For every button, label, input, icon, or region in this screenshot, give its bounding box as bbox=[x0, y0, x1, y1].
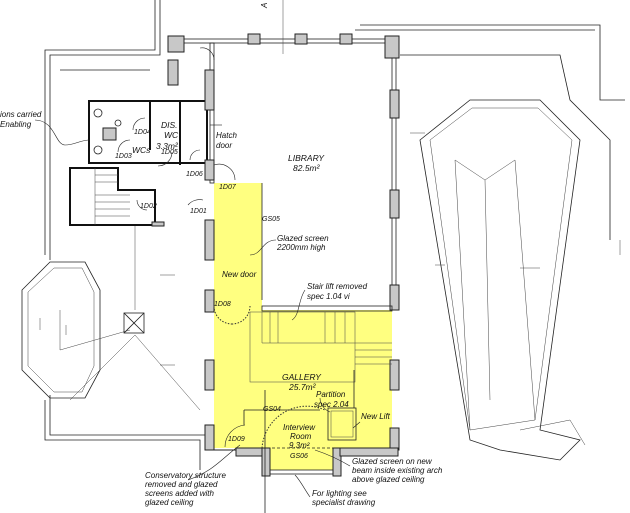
screen-tag-gs05: GS05 bbox=[262, 216, 280, 223]
lighting-label-2: specialist drawing bbox=[312, 498, 376, 507]
library-walls bbox=[167, 33, 400, 312]
dis-wc-label: DIS. bbox=[161, 120, 178, 130]
leader-lines bbox=[34, 119, 361, 498]
lighting-label: For lighting see bbox=[312, 489, 367, 498]
door-tag-1d03: 1D03 bbox=[115, 153, 132, 160]
dis-wc-area: 3.3m² bbox=[156, 141, 179, 151]
note-top-left: ions carried bbox=[0, 110, 42, 119]
new-door-label: New door bbox=[222, 270, 257, 279]
gallery-walls bbox=[204, 289, 400, 513]
screen-tag-gs04: GS04 bbox=[263, 406, 281, 413]
stair-lift-label: Stair lift removed bbox=[307, 282, 368, 291]
dis-wc-label-2: WC bbox=[164, 130, 179, 140]
door-tag-1d01: 1D01 bbox=[190, 208, 207, 215]
highlighted-area bbox=[214, 183, 392, 470]
partition-label: Partition bbox=[316, 390, 346, 399]
hatch-door-label: Hatch bbox=[216, 131, 237, 140]
new-lift-label: New Lift bbox=[361, 412, 391, 421]
roof-plan bbox=[355, 24, 625, 461]
gallery-area: 25.7m² bbox=[288, 382, 317, 392]
gallery-label: GALLERY bbox=[282, 372, 322, 382]
hatch-door-label-2: door bbox=[216, 141, 232, 150]
conservatory-label-3: screens added with bbox=[145, 489, 214, 498]
wcs-label: WCs bbox=[132, 145, 151, 155]
door-tag-1d08: 1D08 bbox=[214, 301, 231, 308]
door-tag-1d07: 1D07 bbox=[219, 184, 237, 191]
section-mark: A bbox=[260, 3, 269, 9]
wc-block bbox=[69, 100, 208, 227]
screen-tag-gs06: GS06 bbox=[290, 453, 308, 460]
door-tag-1d06: 1D06 bbox=[186, 171, 203, 178]
glazed-screen-label: Glazed screen bbox=[277, 234, 329, 243]
glazed-screen-label-2: 2200mm high bbox=[276, 243, 326, 252]
note-top-left-2: Enabling bbox=[0, 120, 32, 129]
interview-label: Interview bbox=[283, 423, 316, 432]
glazed-beam-label-2: beam inside existing arch bbox=[352, 466, 443, 475]
library-label: LIBRARY bbox=[288, 153, 325, 163]
library-area: 82.5m² bbox=[293, 163, 321, 173]
stair-lift-label-2: spec 1.04 vi bbox=[307, 292, 350, 301]
door-tag-1d05: 1D05 bbox=[161, 149, 178, 156]
partition-label-2: spec 2.04 bbox=[314, 400, 349, 409]
door-tag-1d04: 1D04 bbox=[134, 129, 151, 136]
conservatory-label: Conservatory structure bbox=[145, 471, 226, 480]
left-building bbox=[21, 0, 205, 470]
interview-label-2: Room bbox=[290, 432, 312, 441]
door-tag-1d02: 1D02 bbox=[140, 203, 157, 210]
conservatory-label-2: removed and glazed bbox=[145, 480, 218, 489]
annotations: ions carried Enabling Hatch door Glazed … bbox=[0, 110, 443, 507]
door-tags: 1D04 1D03 1D05 1D06 1D07 1D02 1D01 1D08 … bbox=[115, 129, 308, 460]
conservatory-label-4: glazed ceiling bbox=[145, 498, 194, 507]
room-labels: DIS. WC 3.3m² WCs LIBRARY 82.5m² GALLERY… bbox=[132, 120, 325, 450]
lift bbox=[327, 407, 357, 441]
glazed-beam-label-3: above glazed ceiling bbox=[352, 475, 425, 484]
glazed-beam-label: Glazed screen on new bbox=[352, 457, 433, 466]
interview-area: 9.3m² bbox=[289, 441, 310, 450]
door-tag-1d09: 1D09 bbox=[228, 436, 245, 443]
